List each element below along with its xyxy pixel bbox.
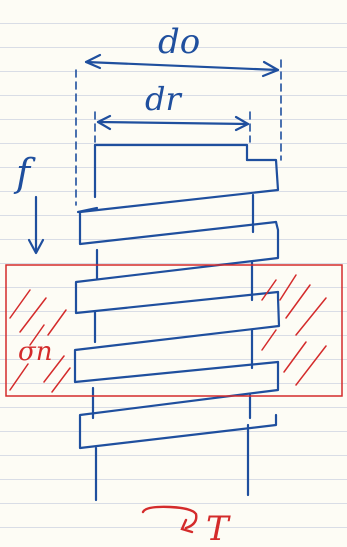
hatch-right xyxy=(261,274,327,386)
hatch-left xyxy=(9,289,71,393)
do-arrow-right-icon xyxy=(261,60,280,78)
dr-dimension-line xyxy=(96,120,250,126)
torque-arrow-head-icon xyxy=(180,518,194,534)
thread-1 xyxy=(78,158,280,246)
thread-2 xyxy=(74,220,280,315)
label-do: do xyxy=(158,22,200,62)
label-torque: T xyxy=(206,509,231,547)
thread-1-tip xyxy=(76,206,99,214)
label-f: f xyxy=(13,151,36,195)
thread-4 xyxy=(78,360,280,450)
do-dimension-line xyxy=(84,60,280,72)
dr-arrow-right-icon xyxy=(234,115,250,132)
section-box xyxy=(5,264,343,397)
screw-top-end xyxy=(93,143,249,162)
thread-3 xyxy=(73,290,281,384)
label-dr: dr xyxy=(145,80,182,118)
force-arrow-head-icon xyxy=(27,238,45,255)
do-arrow-left-icon xyxy=(84,53,102,70)
dr-arrow-left-icon xyxy=(96,114,112,131)
label-sigma-n: σn xyxy=(18,337,53,367)
torque-arrow xyxy=(141,505,198,530)
